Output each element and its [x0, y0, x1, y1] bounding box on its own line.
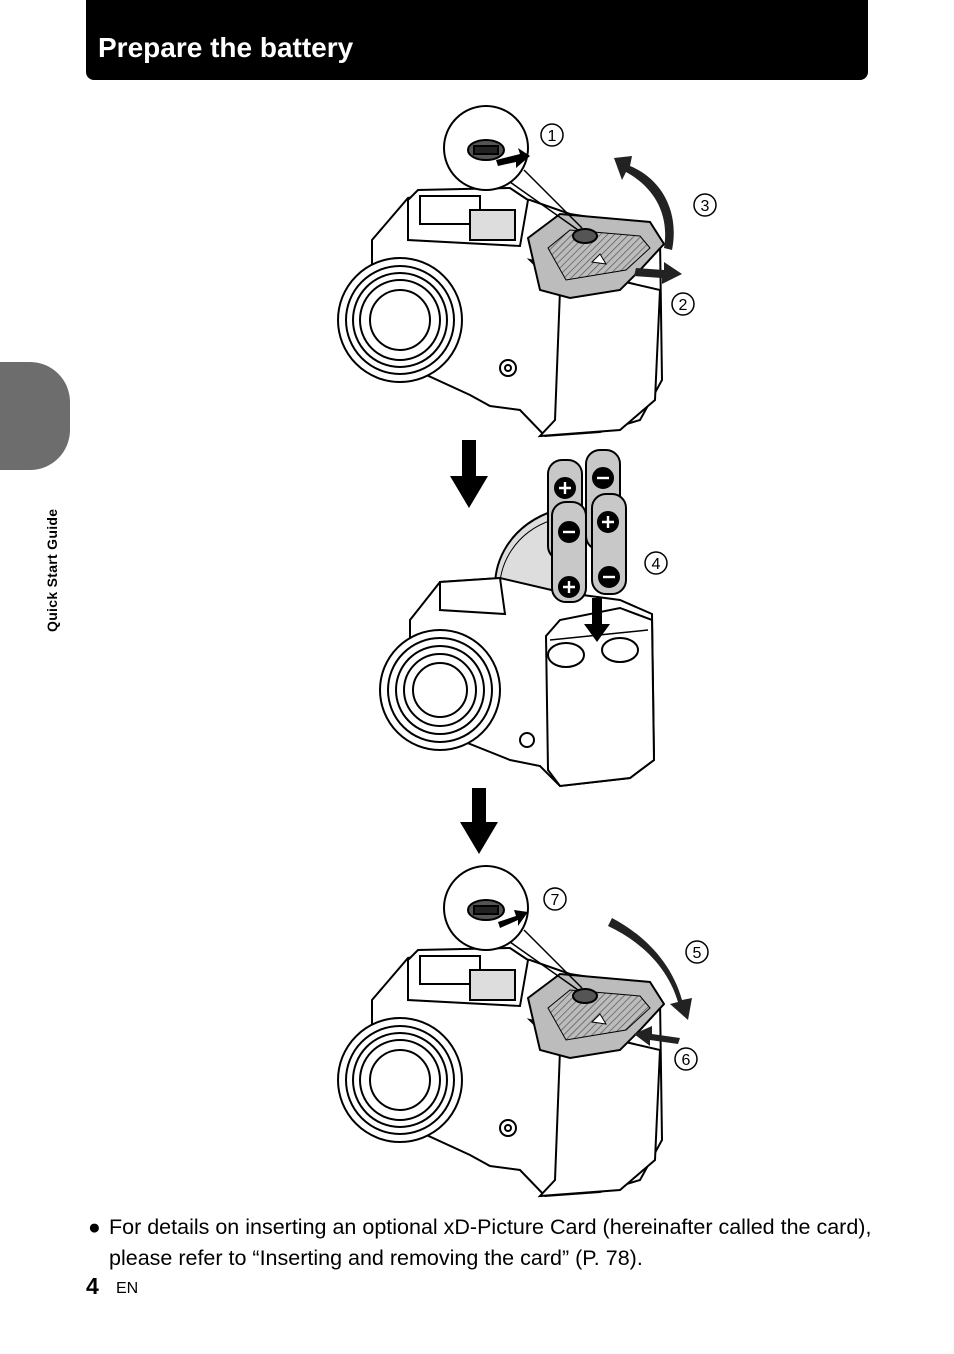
note-text: For details on inserting an optional xD-…: [109, 1215, 872, 1270]
down-arrow-icon: [460, 788, 498, 854]
step-number-4: 4: [652, 556, 661, 573]
step-number-6: 6: [682, 1052, 691, 1069]
camera-close-cover-illustration: [337, 865, 692, 1198]
step-number-5: 5: [693, 945, 702, 962]
note-paragraph: ● For details on inserting an optional x…: [88, 1212, 878, 1274]
side-tab: [0, 362, 70, 470]
camera-open-cover-illustration: [337, 105, 682, 438]
step-number-7: 7: [551, 892, 560, 909]
step-number-3: 3: [701, 198, 710, 215]
page-number: 4: [86, 1273, 99, 1299]
language-code: EN: [116, 1280, 139, 1297]
camera-insert-batteries-illustration: [379, 449, 656, 788]
step-number-1: 1: [548, 128, 557, 145]
step-number-2: 2: [679, 297, 688, 314]
down-arrow-icon: [450, 440, 488, 508]
bullet-icon: ●: [88, 1216, 101, 1239]
battery-cells: [547, 449, 627, 603]
page-header: Prepare the battery: [86, 0, 868, 80]
page-title: Prepare the battery: [98, 32, 354, 63]
